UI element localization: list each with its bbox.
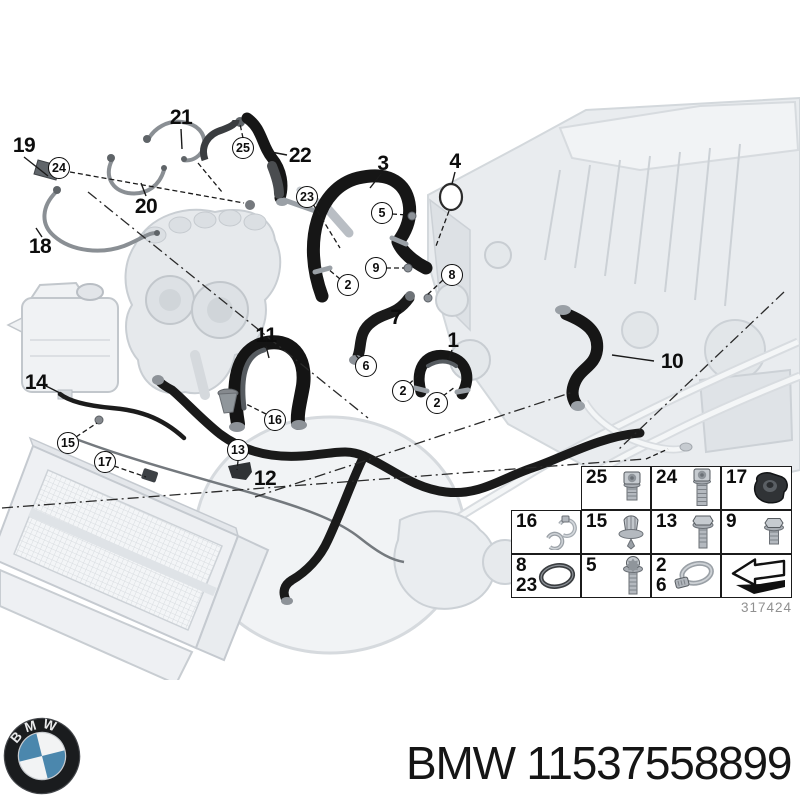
part-number-line: BMW 11537558899 [406, 736, 792, 790]
bmw-roundel-icon: BMW [3, 716, 81, 795]
o-ring-icon [536, 560, 578, 592]
callout-10: 10 [660, 350, 684, 373]
legend-label: 25 [586, 467, 608, 488]
legend-label: 24 [656, 467, 678, 488]
footer: BMW BMW 11537558899 [0, 710, 800, 800]
legend-label: 17 [726, 467, 748, 488]
legend-label: 15 [586, 511, 608, 532]
callout-15: 15 [57, 432, 79, 454]
torx-flange-bolt-icon [618, 555, 648, 597]
callout-14: 14 [24, 371, 48, 394]
callout-24: 24 [48, 157, 70, 179]
legend-cell-15: 15 [581, 510, 651, 554]
leader-lines [1, 123, 785, 509]
callout-7: 7 [390, 306, 402, 329]
legend-label: 8 [516, 555, 527, 576]
expanding-rivet-icon [614, 513, 648, 551]
callout-21: 21 [169, 106, 193, 129]
legend-cell-13: 13 [651, 510, 721, 554]
legend-cell-blank [511, 466, 581, 510]
legend-cell-16: 16 [511, 510, 581, 554]
brand-text: BMW [406, 737, 516, 789]
legend-label: 2 [656, 555, 667, 576]
socket-head-bolt-long-icon [686, 468, 718, 509]
callout-11: 11 [255, 324, 277, 347]
callout-6: 6 [355, 355, 377, 377]
callout-20: 20 [134, 195, 158, 218]
callout-12: 12 [253, 467, 277, 490]
legend-cell-5: 5 [581, 554, 651, 598]
legend-cell-17: 17 [721, 466, 792, 510]
hex-flange-bolt-short-icon [759, 515, 789, 549]
callout-19: 19 [12, 134, 36, 157]
hose-clamp-icon [672, 559, 718, 593]
socket-head-bolt-icon [616, 470, 648, 506]
engine-illustration [427, 96, 800, 496]
callout-17: 17 [94, 451, 116, 473]
callout-22: 22 [288, 144, 312, 167]
hex-flange-bolt-icon [688, 512, 718, 552]
callout-2: 2 [337, 274, 359, 296]
hose-clamp-bracket-icon [538, 514, 578, 550]
direction-arrow-icon [726, 556, 788, 596]
callout-4: 4 [449, 150, 461, 173]
coolant-pipes-illustration [67, 186, 800, 610]
callout-18: 18 [28, 235, 52, 258]
expansion-tank-illustration [6, 281, 119, 400]
legend-label: 16 [516, 511, 538, 532]
rubber-holder-icon [749, 471, 789, 505]
callout-16: 16 [264, 409, 286, 431]
callout-25: 25 [232, 137, 254, 159]
figure-number: 317424 [740, 600, 792, 615]
part-number-text: 11537558899 [526, 737, 792, 789]
callout-8: 8 [441, 264, 463, 286]
callout-1: 1 [447, 329, 459, 352]
callout-9: 9 [365, 257, 387, 279]
legend-label: 5 [586, 555, 597, 576]
callout-23: 23 [296, 186, 318, 208]
legend-cell-24: 24 [651, 466, 721, 510]
callout-2: 2 [426, 392, 448, 414]
legend-label: 13 [656, 511, 678, 532]
legend-label: 9 [726, 511, 737, 532]
legend-cell-direction-arrow [721, 554, 792, 598]
legend-cell-9: 9 [721, 510, 792, 554]
legend-label: 6 [656, 575, 667, 596]
legend-cell-25: 25 [581, 466, 651, 510]
callout-5: 5 [371, 202, 393, 224]
callout-13: 13 [227, 439, 249, 461]
callout-2: 2 [392, 380, 414, 402]
legend-label: 23 [516, 575, 538, 596]
callout-3: 3 [377, 152, 389, 175]
